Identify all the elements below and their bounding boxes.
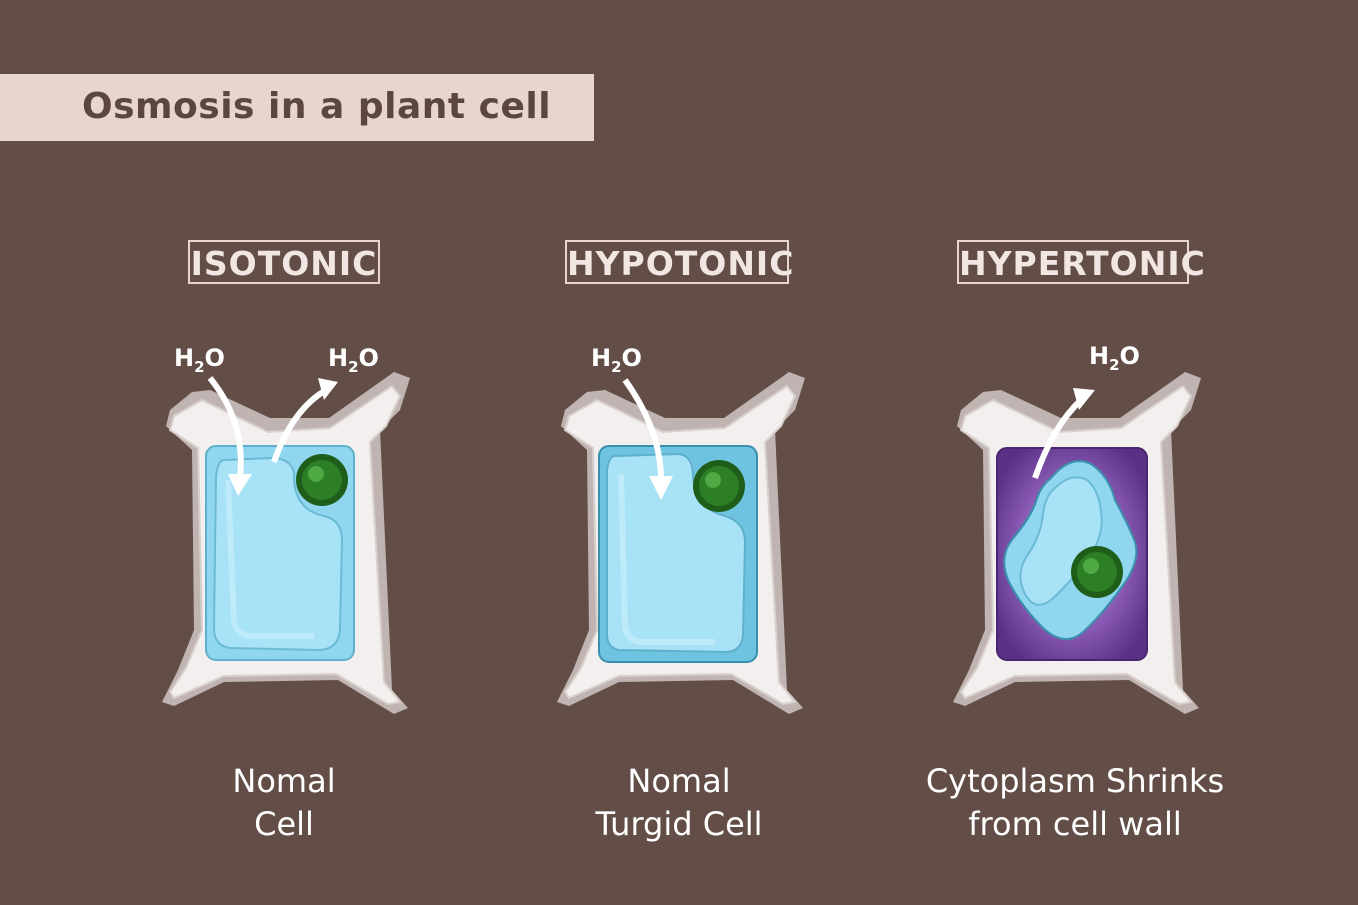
isotonic-cell-diagram: H2O H2O bbox=[162, 344, 410, 714]
panel-isotonic: ISOTONIC H2O H2O Nomal Cell bbox=[74, 0, 494, 905]
vacuole bbox=[212, 456, 344, 652]
page-title: Osmosis in a plant cell bbox=[82, 86, 552, 127]
caption-hypotonic: Nomal Turgid Cell bbox=[469, 760, 889, 846]
tag-hypertonic: HYPERTONIC bbox=[957, 240, 1205, 284]
h2o-label-out: H2O bbox=[1089, 342, 1140, 374]
tag-isotonic: ISOTONIC bbox=[188, 240, 380, 284]
caption-isotonic: Nomal Cell bbox=[74, 760, 494, 846]
water-in-arrow bbox=[622, 378, 673, 500]
caption-line1: Cytoplasm Shrinks bbox=[925, 762, 1225, 800]
water-in-arrow bbox=[207, 376, 252, 496]
h2o-label-out: H2O bbox=[328, 344, 379, 376]
water-out-arrow bbox=[271, 378, 338, 463]
panel-hypotonic: HYPOTONIC H2O Nomal Turgid Cell bbox=[469, 0, 889, 905]
caption-line1: Nomal bbox=[627, 762, 731, 800]
nucleus bbox=[693, 460, 745, 512]
hypotonic-cell-diagram: H2O bbox=[557, 344, 805, 714]
title-banner: Osmosis in a plant cell bbox=[0, 74, 594, 141]
nucleus bbox=[296, 454, 348, 506]
tag-hypotonic: HYPOTONIC bbox=[565, 240, 793, 284]
h2o-label-in: H2O bbox=[591, 344, 642, 376]
caption-line2: Cell bbox=[254, 805, 314, 843]
caption-line1: Nomal bbox=[232, 762, 336, 800]
h2o-label-in: H2O bbox=[174, 344, 225, 376]
water-out-arrow bbox=[1032, 388, 1095, 479]
caption-line2: from cell wall bbox=[968, 805, 1182, 843]
caption-line2: Turgid Cell bbox=[595, 805, 763, 843]
hypertonic-cell-diagram: H2O bbox=[953, 342, 1201, 714]
vacuole bbox=[606, 452, 747, 654]
caption-hypertonic: Cytoplasm Shrinks from cell wall bbox=[865, 760, 1285, 846]
panel-hypertonic: HYPERTONIC H2O Cytoplasm Shrinks f bbox=[865, 0, 1285, 905]
nucleus bbox=[1071, 546, 1123, 598]
vacuole bbox=[1019, 476, 1103, 606]
